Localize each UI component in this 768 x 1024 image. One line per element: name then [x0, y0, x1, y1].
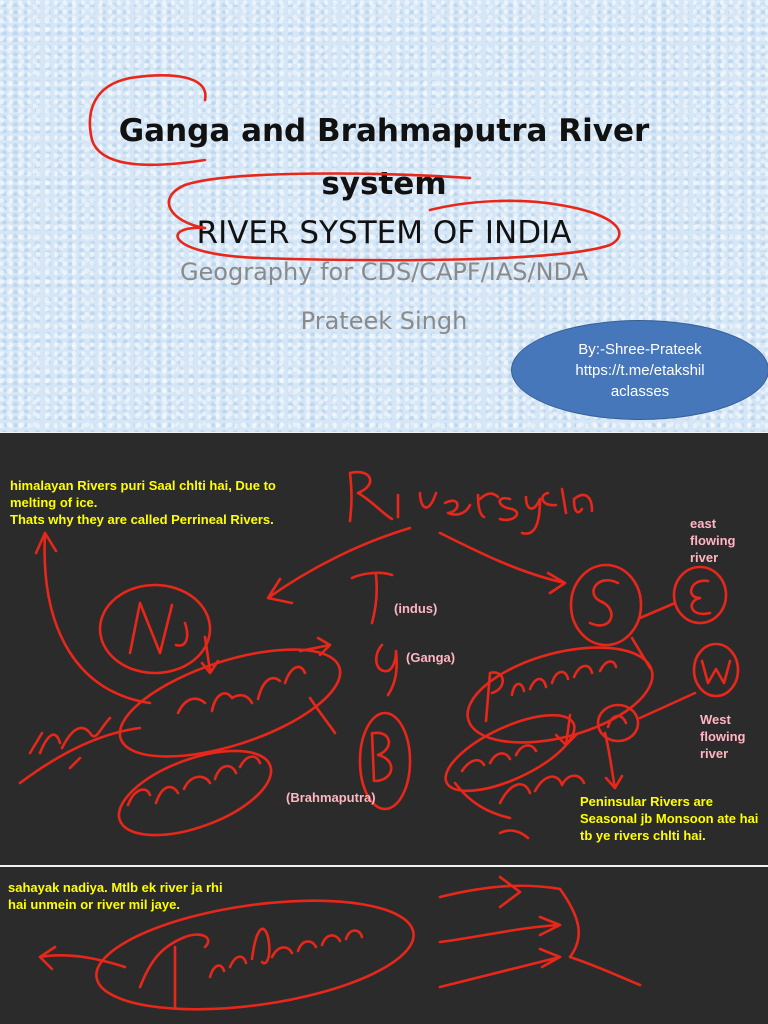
- slide-divider: [0, 865, 768, 867]
- river-system-whiteboard: himalayan Rivers puri Saal chlti hai, Du…: [0, 433, 768, 865]
- badge-line1: By:-Shree-Prateek: [578, 340, 702, 358]
- peninsular-rivers-note: Peninsular Rivers are Seasonal jb Monsoo…: [580, 794, 759, 843]
- slide-title-line2: system: [321, 166, 447, 202]
- badge-line2: https://t.me/etakshil: [575, 361, 705, 379]
- author-badge: By:-Shree-Prateek https://t.me/etakshil …: [511, 320, 768, 420]
- slide-author: Prateek Singh: [300, 307, 468, 335]
- west-flowing-label: West flowing river: [700, 712, 746, 761]
- title-slide: Ganga and Brahmaputra River system RIVER…: [0, 0, 768, 432]
- brahmaputra-label: (Brahmaputra): [286, 790, 376, 805]
- slide-title-line3: RIVER SYSTEM OF INDIA: [196, 215, 572, 251]
- himalayan-rivers-note: himalayan Rivers puri Saal chlti hai, Du…: [10, 478, 276, 527]
- indus-label: (indus): [394, 601, 438, 616]
- east-flowing-label: east flowing river: [690, 516, 736, 565]
- slide-subtitle: Geography for CDS/CAPF/IAS/NDA: [179, 258, 589, 286]
- slide-title-line1: Ganga and Brahmaputra River: [118, 113, 650, 149]
- tributaries-note: sahayak nadiya. Mtlb ek river ja rhi hai…: [8, 880, 223, 912]
- ganga-label: (Ganga): [406, 650, 456, 665]
- badge-line3: aclasses: [610, 382, 670, 400]
- tributaries-whiteboard: sahayak nadiya. Mtlb ek river ja rhi hai…: [0, 867, 768, 1024]
